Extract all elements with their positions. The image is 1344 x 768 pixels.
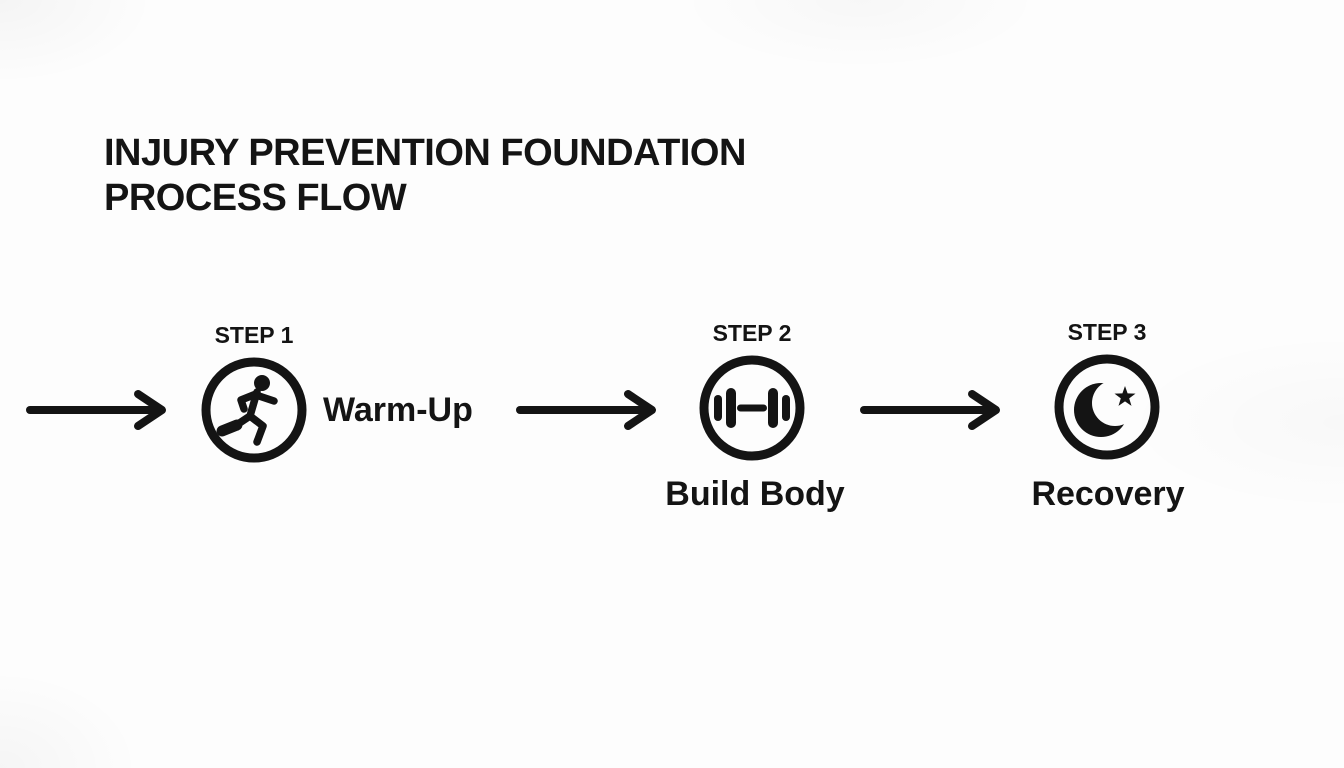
step-2-label: STEP 2 — [712, 320, 792, 346]
flow-arrow-2 — [514, 388, 666, 432]
step-1-circle — [199, 355, 309, 465]
right-arrow-icon — [860, 390, 1000, 430]
runner-icon — [201, 357, 307, 463]
crescent-moon-star-icon — [1054, 354, 1160, 460]
page-title-line-1: INJURY PREVENTION FOUNDATION — [104, 132, 746, 174]
step-3-circle — [1052, 352, 1162, 462]
step-1-label: STEP 1 — [214, 322, 294, 348]
step-3-name: Recovery — [1031, 475, 1185, 513]
flow-arrow-3 — [858, 388, 1010, 432]
step-1-name: Warm-Up — [323, 391, 473, 429]
right-arrow-icon — [516, 390, 656, 430]
flow-arrow-1 — [24, 388, 176, 432]
step-3-label: STEP 3 — [1067, 319, 1147, 345]
page-title: INJURY PREVENTION FOUNDATION PROCESS FLO… — [104, 131, 746, 221]
step-2-circle — [697, 353, 807, 463]
dumbbell-icon — [699, 355, 805, 461]
page-title-line-2: PROCESS FLOW — [104, 177, 407, 219]
right-arrow-icon — [26, 390, 166, 430]
step-2-name: Build Body — [665, 475, 845, 513]
